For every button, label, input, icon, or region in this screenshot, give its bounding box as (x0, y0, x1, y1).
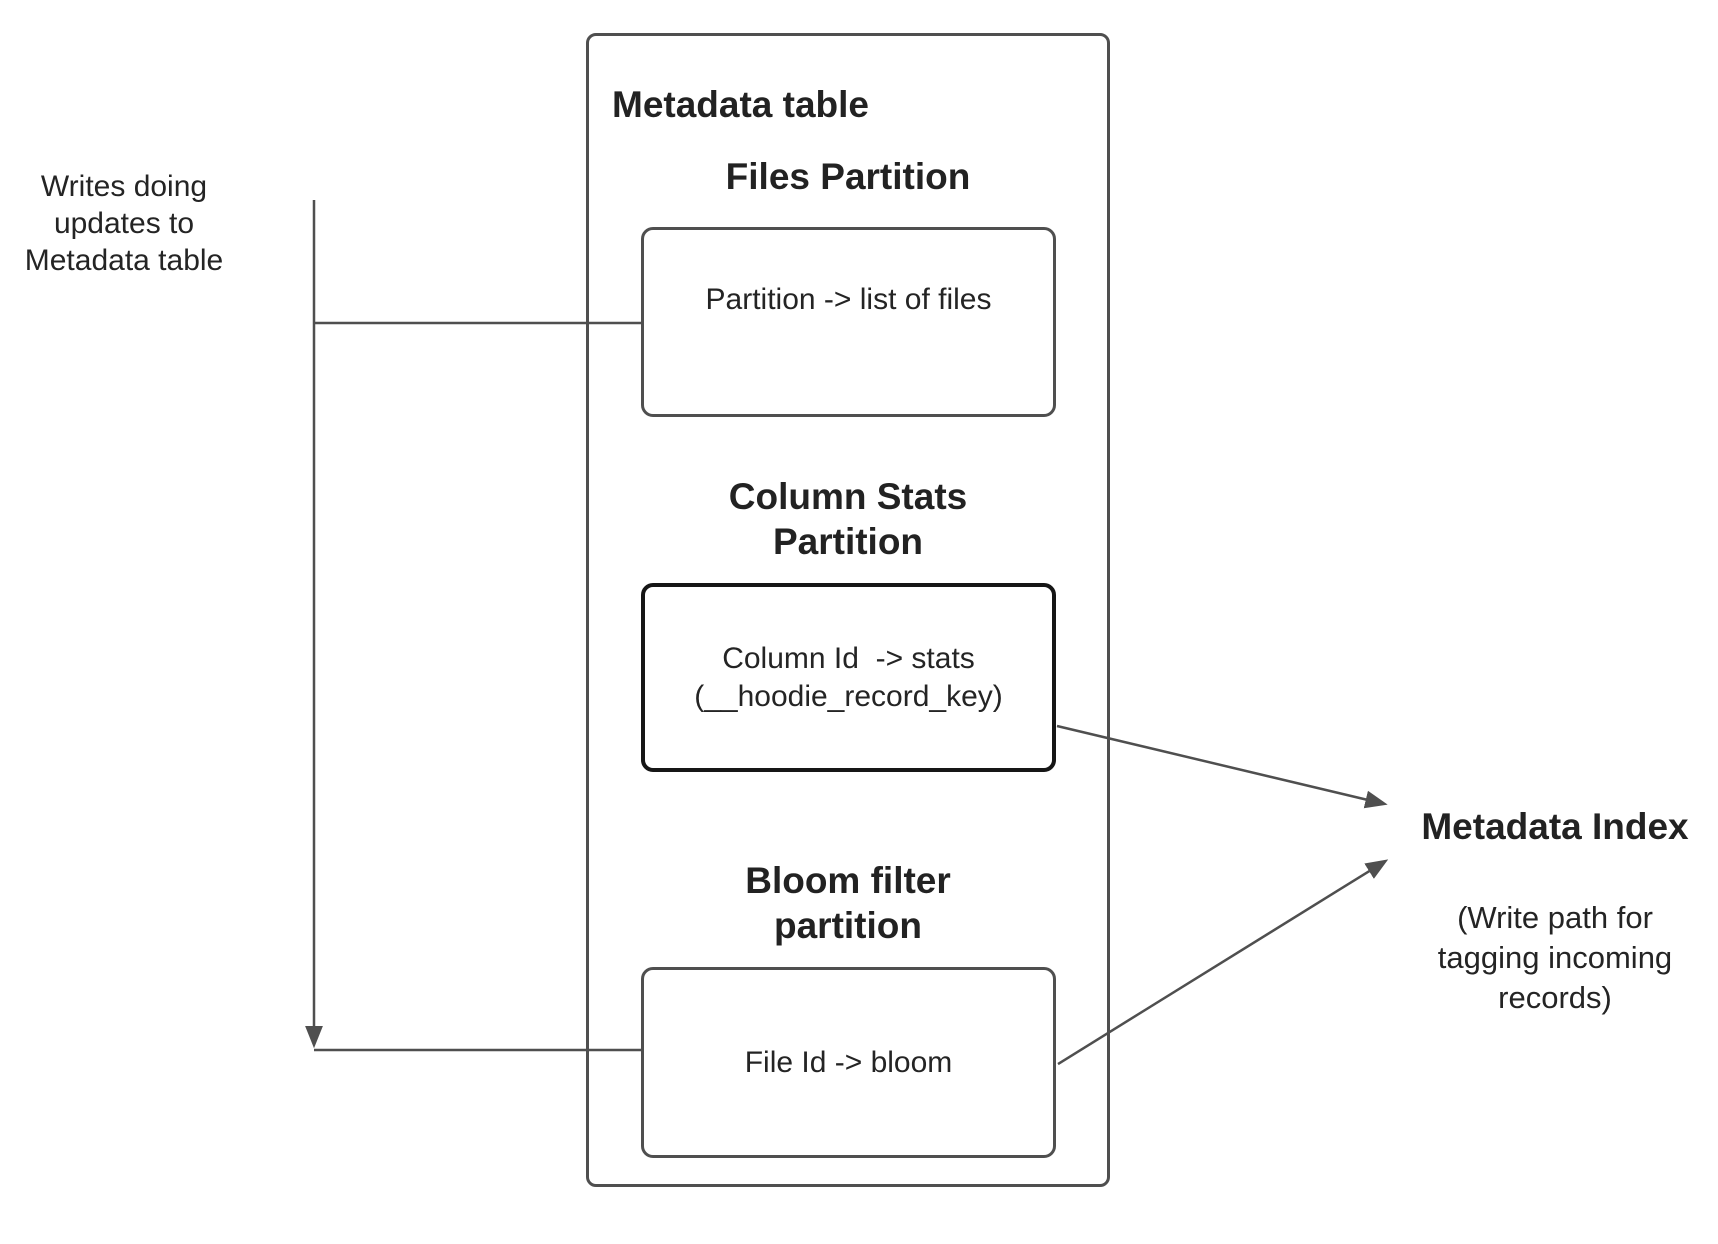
column-stats-heading-line: Column Stats (728, 476, 968, 517)
column-stats-heading-line: Partition (772, 521, 924, 562)
bloom-filter-heading-line: partition (774, 905, 922, 946)
column-stats-partition-heading: Column Stats Partition (586, 474, 1110, 564)
bloom-filter-partition-box: File Id -> bloom (641, 967, 1056, 1158)
metadata-index-title: Metadata Index (1421, 806, 1689, 847)
column-stats-partition-box: Column Id -> stats (__hoodie_record_key) (641, 583, 1056, 772)
metadata-index-subtitle-line: (Write path for (1457, 900, 1653, 935)
writes-note-line: Metadata table (24, 244, 224, 277)
bloom-filter-box-text: File Id -> bloom (744, 1045, 953, 1079)
files-partition-box: Partition -> list of files (641, 227, 1056, 417)
metadata-table-title: Metadata table (612, 84, 870, 125)
metadata-index-subtitle-line: tagging incoming (1437, 940, 1673, 975)
bloom-filter-heading-line: Bloom filter (745, 860, 951, 901)
writes-note-line: Writes doing (40, 170, 208, 203)
metadata-table-box (586, 33, 1110, 1187)
metadata-index-subtitle: (Write path for tagging incoming records… (1390, 898, 1718, 1018)
writes-note-line: updates to (53, 207, 195, 240)
bloom-filter-partition-heading: Bloom filter partition (586, 858, 1110, 948)
bloom-to-index-arrow (1057, 859, 1389, 1066)
column-stats-box-text-line: Column Id -> stats (722, 641, 975, 675)
files-partition-box-text: Partition -> list of files (705, 282, 992, 316)
column-stats-box-text-line: (__hoodie_record_key) (694, 679, 1003, 713)
files-partition-heading: Files Partition (725, 156, 971, 197)
metadata-index-subtitle-line: records) (1498, 980, 1612, 1015)
writes-note: Writes doing updates to Metadata table (0, 168, 248, 279)
